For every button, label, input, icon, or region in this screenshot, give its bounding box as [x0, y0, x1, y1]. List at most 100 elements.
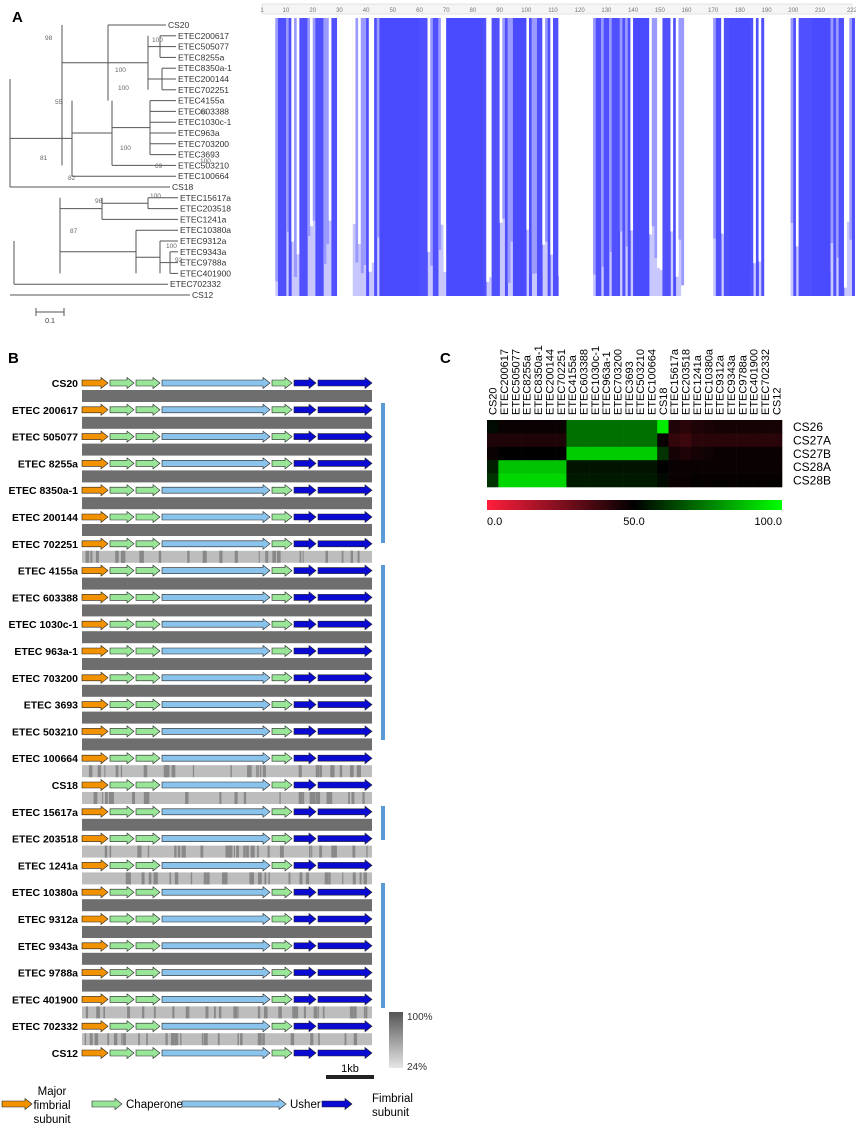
heatmap-cell	[600, 460, 613, 474]
heatmap-color-scale	[487, 500, 782, 510]
identity-stripe	[363, 1006, 366, 1019]
fimbrial-subunit-arrow	[293, 778, 317, 792]
group-bar	[381, 806, 385, 840]
major-subunit-arrow	[81, 591, 109, 604]
ruler-tick: 90	[496, 8, 503, 14]
identity-stripe	[171, 765, 176, 778]
strain-label: ETEC 4155a	[18, 566, 78, 578]
identity-stripe	[316, 765, 318, 778]
major-subunit-arrow	[81, 564, 109, 577]
heatmap-cell	[589, 460, 601, 474]
identity-stripe	[88, 765, 93, 778]
identity-stripe	[213, 1006, 216, 1019]
chaperone-arrow	[135, 832, 161, 845]
fimbrial-subunit-arrow	[317, 939, 373, 952]
heatmap-cell	[668, 460, 681, 474]
heatmap-cell	[725, 473, 737, 488]
heatmap-cell	[759, 460, 771, 474]
usher-arrow	[161, 1046, 271, 1060]
fimbrial-subunit-arrow	[293, 510, 317, 524]
identity-stripe	[357, 550, 360, 563]
alignment-column	[376, 18, 380, 238]
identity-stripe	[252, 845, 255, 858]
heatmap-cell	[611, 420, 624, 434]
strain-label: ETEC 100664	[12, 753, 78, 765]
usher-arrow	[161, 537, 271, 550]
identity-stripe	[309, 792, 312, 804]
ruler-tick: 80	[470, 8, 477, 14]
identity-stripe	[350, 550, 354, 563]
strain-label: ETEC 200617	[12, 405, 78, 417]
fimbrial-subunit-arrow	[317, 1020, 373, 1033]
identity-stripe	[147, 845, 150, 858]
identity-stripe	[292, 1006, 296, 1019]
heatmap-column-label: CS18	[658, 387, 670, 415]
usher-arrow	[161, 698, 271, 711]
group-bars	[381, 403, 385, 1008]
heatmap-cell	[600, 420, 613, 434]
heatmap-cell	[770, 433, 783, 448]
heatmap-cell	[645, 473, 658, 488]
identity-stripe	[146, 1033, 148, 1046]
chaperone-arrow	[109, 859, 135, 872]
strain-label: ETEC 1241a	[18, 860, 78, 872]
major-subunit-arrow	[81, 993, 109, 1006]
identity-stripe	[172, 1006, 175, 1019]
legend-swatch	[181, 1097, 287, 1111]
identity-band	[82, 443, 372, 456]
alignment-column	[622, 18, 626, 296]
legend-swatch	[1, 1097, 33, 1111]
identity-stripe	[366, 845, 368, 858]
ruler-tick: 120	[575, 8, 586, 14]
chaperone-arrow	[271, 1046, 293, 1060]
identity-stripe	[326, 792, 331, 804]
identity-stripe	[279, 845, 284, 858]
usher-arrow	[161, 752, 271, 765]
identity-stripe	[140, 550, 144, 563]
heatmap-cell	[736, 473, 749, 488]
chaperone-arrow	[271, 403, 293, 416]
usher-arrow	[161, 376, 271, 390]
taxon-label: ETEC1030c-1	[178, 117, 232, 127]
heatmap-cell	[555, 460, 567, 474]
heatmap-cell	[566, 446, 579, 461]
alignment-block	[512, 18, 527, 296]
identity-stripe	[221, 872, 226, 885]
alignment-column	[539, 18, 543, 296]
heatmap-cell	[736, 420, 749, 434]
identity-band	[82, 604, 372, 617]
chaperone-arrow	[135, 725, 161, 738]
strain-label: ETEC 9312a	[18, 914, 78, 926]
heatmap-cell	[702, 446, 715, 461]
taxon-label: ETEC963a	[178, 128, 220, 138]
heatmap-cell	[600, 433, 613, 448]
fimbrial-subunit-arrow	[317, 966, 373, 979]
usher-arrow	[161, 725, 271, 738]
chaperone-arrow	[135, 993, 161, 1006]
identity-stripe	[265, 550, 267, 563]
taxon-label: ETEC10380a	[180, 225, 231, 235]
chaperone-arrow	[109, 484, 135, 497]
chaperone-arrow	[135, 886, 161, 899]
identity-stripe	[180, 1033, 182, 1046]
chaperone-arrow	[109, 805, 135, 818]
identity-band	[82, 470, 372, 483]
chaperone-arrow	[109, 725, 135, 738]
taxon-label: ETEC8255a	[178, 52, 225, 62]
alignment-column	[649, 18, 653, 235]
fimbrial-subunit-arrow	[293, 591, 317, 604]
heatmap-row-label: CS27A	[793, 433, 831, 447]
alignment-column	[617, 18, 621, 296]
taxon-label: ETEC9343a	[180, 247, 227, 257]
chaperone-arrow	[135, 1020, 161, 1033]
alignment-column	[536, 18, 540, 296]
heatmap-cell	[691, 446, 703, 461]
heatmap-cell	[747, 433, 760, 448]
major-subunit-arrow	[81, 698, 109, 711]
identity-stripe	[237, 1006, 239, 1019]
alignment-column	[673, 18, 677, 296]
alignment-block	[633, 18, 650, 296]
chaperone-arrow	[271, 778, 293, 792]
